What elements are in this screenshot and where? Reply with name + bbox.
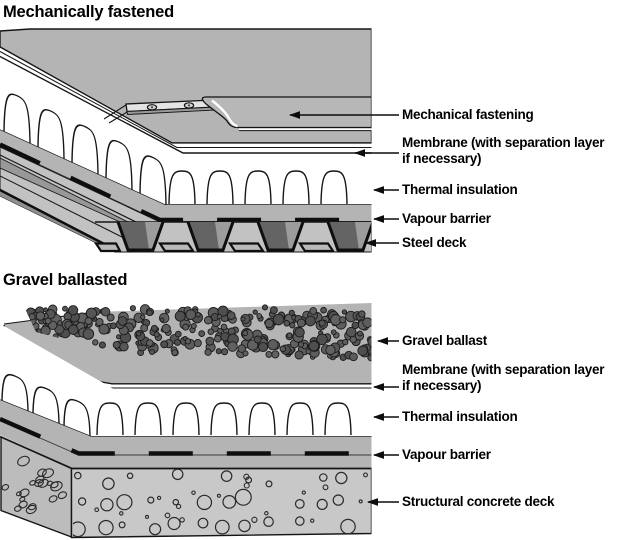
vapour-barrier-line: [0, 142, 372, 223]
bottom-diagram: [0, 303, 372, 539]
structural-concrete-deck: [0, 435, 372, 539]
label-line: Mechanical fastening: [402, 107, 534, 122]
label-mechanical-fastening: Mechanical fastening: [402, 107, 534, 123]
vapour-barrier-band: [0, 130, 372, 222]
label-line: Membrane (with separation layer: [402, 362, 605, 377]
label-line: if necessary): [402, 377, 482, 393]
label-vapour-barrier-top: Vapour barrier: [402, 211, 491, 227]
section-title-gravel-ballasted: Gravel ballasted: [3, 271, 128, 289]
vapour-barrier-band-bottom: [0, 400, 372, 468]
label-line: if necessary): [402, 150, 482, 166]
section-title-mechanically-fastened: Mechanically fastened: [3, 3, 174, 21]
label-line: Vapour barrier: [402, 211, 491, 226]
label-line: Thermal insulation: [402, 409, 518, 424]
steel-deck-profile: [0, 146, 372, 253]
label-line: Gravel ballast: [402, 333, 488, 348]
label-line: Membrane (with separation layer: [402, 135, 605, 150]
vapour-barrier-line-bottom: [0, 416, 372, 456]
label-thermal-insulation-top: Thermal insulation: [402, 182, 518, 198]
label-line: Vapour barrier: [402, 447, 491, 462]
insulation-scallops: [168, 170, 348, 205]
label-thermal-insulation-bottom: Thermal insulation: [402, 409, 518, 425]
label-steel-deck: Steel deck: [402, 235, 467, 251]
label-line: Thermal insulation: [402, 182, 518, 197]
label-line: Structural concrete deck: [402, 494, 555, 509]
gravel-ballast-layer: [22, 304, 372, 362]
label-arrows: [289, 111, 399, 506]
insulation-scallops-bottom: [96, 402, 352, 436]
membrane-sheet-overlap: [201, 96, 372, 132]
label-gravel-ballast: Gravel ballast: [402, 333, 487, 349]
label-vapour-barrier-bottom: Vapour barrier: [402, 447, 491, 463]
concrete-aggregate: [73, 469, 368, 538]
top-diagram: [0, 28, 372, 253]
label-line: Steel deck: [402, 235, 467, 250]
thermal-insulation-band-bottom: [0, 326, 372, 437]
label-structural-concrete-deck: Structural concrete deck: [402, 494, 555, 510]
